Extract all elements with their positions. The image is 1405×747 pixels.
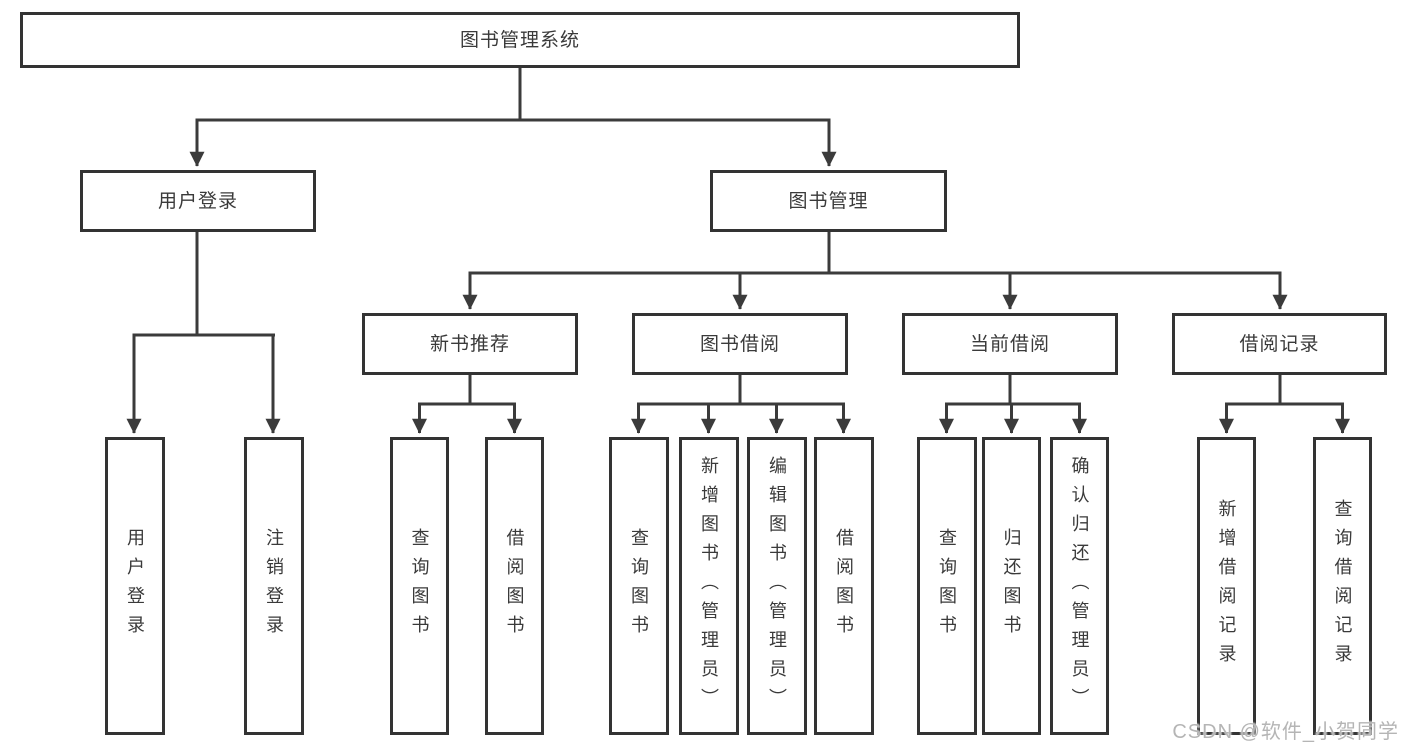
leaf-query-books-current: 查询图书 [917,437,977,735]
leaf-label: 借阅图书 [834,528,854,644]
connector-borrowing-records-children [1219,375,1350,434]
leaf-confirm-return-admin: 确认归还（管理员） [1050,437,1109,735]
leaf-label: 查询借阅记录 [1332,499,1353,673]
watermark-text: CSDN @软件_小贺同学 [1172,721,1399,743]
node-label: 用户登录 [157,190,238,212]
connector-user-login-children [126,232,281,434]
leaf-label: 新增图书（管理员） [699,455,719,717]
node-label: 图书借阅 [699,333,780,355]
leaf-return-books: 归还图书 [982,437,1041,735]
node-label: 借阅记录 [1239,333,1320,355]
node-label: 新书推荐 [429,333,510,355]
leaf-logout: 注销登录 [244,437,304,735]
connector-book-management-children [462,232,1288,310]
leaf-query-books-borrowing: 查询图书 [609,437,669,735]
leaf-label: 查询图书 [629,528,649,644]
leaf-add-books-admin: 新增图书（管理员） [679,437,739,735]
node-user-login: 用户登录 [80,170,316,232]
leaf-label: 注销登录 [264,528,284,644]
connector-new-book-recommend-children [412,375,522,434]
leaf-add-borrow-record: 新增借阅记录 [1197,437,1256,735]
leaf-label: 借阅图书 [504,528,525,644]
leaf-borrow-books-borrowing: 借阅图书 [814,437,874,735]
leaf-label: 确认归还（管理员） [1069,455,1090,717]
leaf-label: 用户登录 [125,528,145,644]
node-book-management: 图书管理 [710,170,947,232]
node-borrowing-records: 借阅记录 [1172,313,1387,375]
leaf-user-login: 用户登录 [105,437,165,735]
node-new-book-recommend: 新书推荐 [362,313,578,375]
root-label: 图书管理系统 [459,29,580,51]
leaf-edit-books-admin: 编辑图书（管理员） [747,437,807,735]
leaf-label: 查询图书 [937,528,957,644]
leaf-label: 查询图书 [409,528,430,644]
node-current-borrowing: 当前借阅 [902,313,1118,375]
connector-root-to-level2 [189,68,837,167]
leaf-label: 编辑图书（管理员） [767,455,787,717]
node-label: 图书管理 [788,190,869,212]
leaf-query-books-recommend: 查询图书 [390,437,449,735]
leaf-query-borrow-record: 查询借阅记录 [1313,437,1372,735]
leaf-label: 新增借阅记录 [1216,499,1237,673]
connector-book-borrowing-children [631,375,851,434]
node-book-borrowing: 图书借阅 [632,313,848,375]
leaf-label: 归还图书 [1001,528,1022,644]
node-label: 当前借阅 [969,333,1050,355]
leaf-borrow-books-recommend: 借阅图书 [485,437,544,735]
connector-current-borrowing-children [939,375,1087,434]
root-box-book-management-system: 图书管理系统 [20,12,1020,68]
